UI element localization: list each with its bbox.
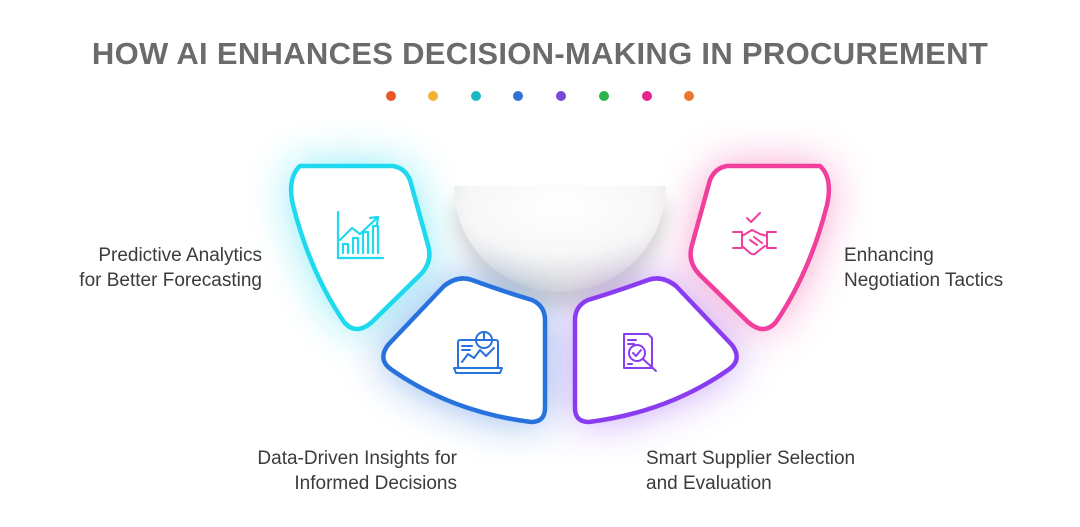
dot: [471, 91, 481, 101]
page-title: HOW AI ENHANCES DECISION-MAKING IN PROCU…: [91, 36, 989, 71]
label-line: and Evaluation: [646, 473, 772, 494]
analytics-dashboard-icon: [453, 331, 503, 374]
dot: [642, 91, 652, 101]
item-card-supplier: [572, 276, 739, 425]
handshake-icon: [732, 212, 777, 256]
label-line: Data-Driven Insights for: [257, 448, 457, 469]
decorative-dots: [0, 91, 1080, 103]
dot: [684, 91, 694, 101]
item-card-predictive: [288, 163, 432, 332]
label-line: for Better Forecasting: [79, 270, 262, 291]
label-data-driven-insights: Data-Driven Insights for Informed Decisi…: [257, 446, 457, 496]
document-search-icon: [623, 333, 657, 372]
dot: [513, 91, 523, 101]
label-smart-supplier: Smart Supplier Selection and Evaluation: [646, 446, 855, 496]
dot: [599, 91, 609, 101]
center-semicircle: [454, 186, 666, 308]
dot: [556, 91, 566, 101]
label-line: Enhancing: [844, 245, 934, 266]
dot: [386, 91, 396, 101]
dot: [428, 91, 438, 101]
label-line: Informed Decisions: [294, 473, 457, 494]
label-predictive-analytics: Predictive Analytics for Better Forecast…: [79, 243, 262, 293]
label-negotiation: Enhancing Negotiation Tactics: [844, 243, 1003, 293]
label-line: Predictive Analytics: [98, 245, 262, 266]
growth-chart-icon: [336, 210, 385, 260]
label-line: Smart Supplier Selection: [646, 448, 856, 469]
item-card-negotiation: [688, 163, 832, 332]
label-line: Negotiation Tactics: [844, 270, 1004, 291]
